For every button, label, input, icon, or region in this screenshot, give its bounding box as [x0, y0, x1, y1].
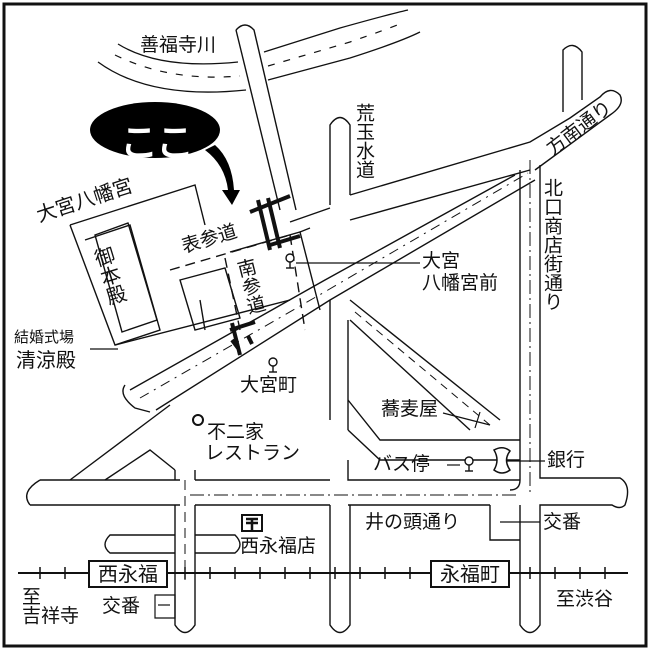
restaurant-label-1: 不二家: [207, 421, 265, 443]
station-eifukucho: 永福町: [430, 560, 510, 588]
bank-label: 銀行: [547, 449, 586, 471]
roads: [26, 24, 629, 634]
road-label-inokashira: 井の頭通り: [365, 511, 461, 533]
bank-icon: [492, 447, 512, 474]
wedding-hall-caption: 結婚式場: [14, 328, 75, 346]
bank-branch-label: 西永福店: [240, 535, 317, 557]
bus-stop-icon: [268, 253, 474, 472]
direction-left-label-2: 吉祥寺: [22, 605, 80, 627]
leader-lines: [90, 262, 545, 619]
bus-stop-shrine-label-1: 大宮: [422, 250, 461, 272]
restaurant-label-2: レストラン: [205, 442, 301, 464]
torii-gate-icon: [229, 194, 301, 356]
here-label: ここ: [120, 121, 194, 165]
road-label-kitaguchi: 北口商店街通り: [541, 178, 563, 311]
direction-left-label-1: 至: [22, 586, 42, 608]
bank-logo-icon: [241, 514, 263, 532]
bus-stop-omiyacho-label: 大宮町: [240, 374, 298, 396]
bus-stop-label: バス停: [373, 453, 431, 475]
direction-right-label: 至渋谷: [556, 588, 614, 610]
river: [97, 9, 421, 93]
police-box-right-label: 交番: [543, 511, 582, 533]
here-marker: [90, 102, 240, 205]
station-nishi-eifuku: 西永福: [88, 560, 168, 588]
police-box-left-label: 交番: [102, 595, 141, 617]
road-label-arakawa: 荒玉水道: [353, 103, 375, 179]
bus-stop-shrine-label-2: 八幡宮前: [422, 272, 499, 294]
river-label: 善福寺川: [140, 34, 217, 56]
railway: [18, 567, 628, 579]
soba-shop-label: 蕎麦屋: [381, 398, 439, 420]
wedding-hall-name: 清涼殿: [16, 348, 76, 372]
restaurant-circle-icon: [192, 414, 204, 426]
